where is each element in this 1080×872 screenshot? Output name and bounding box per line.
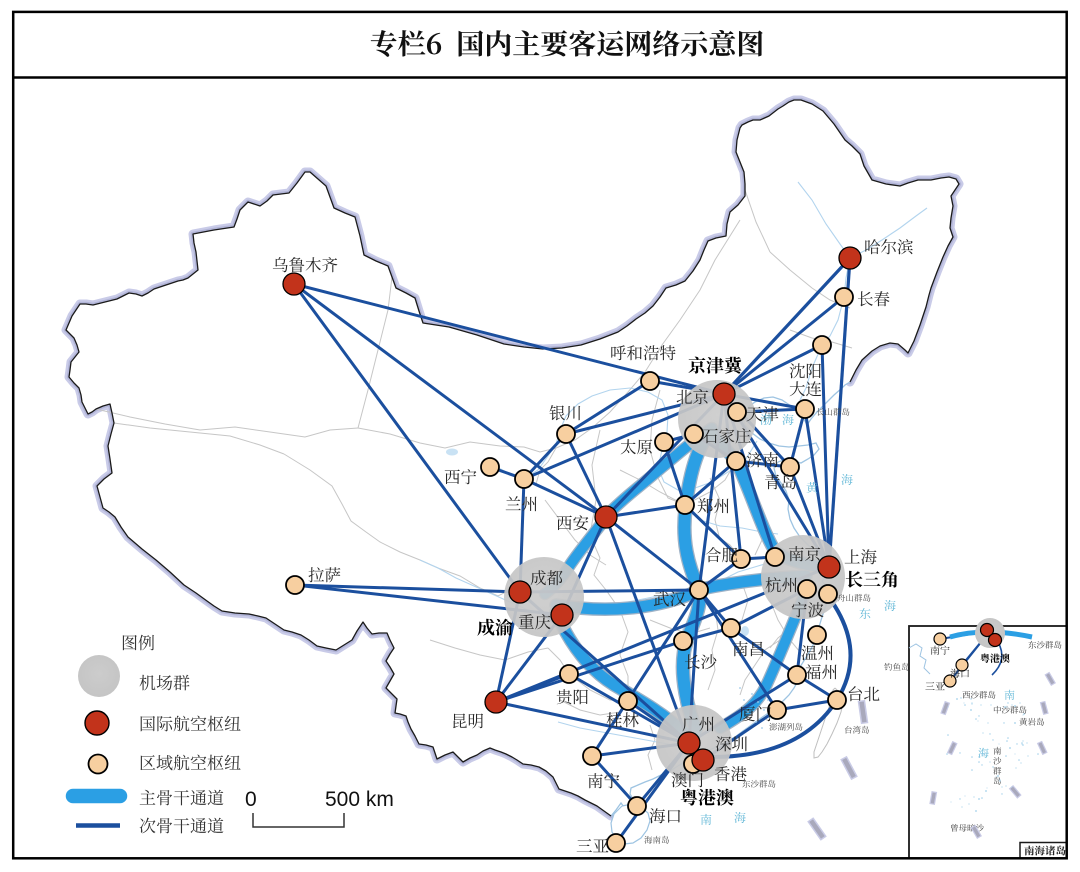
svg-text:0: 0 xyxy=(245,788,257,811)
svg-text:500 km: 500 km xyxy=(325,788,394,811)
